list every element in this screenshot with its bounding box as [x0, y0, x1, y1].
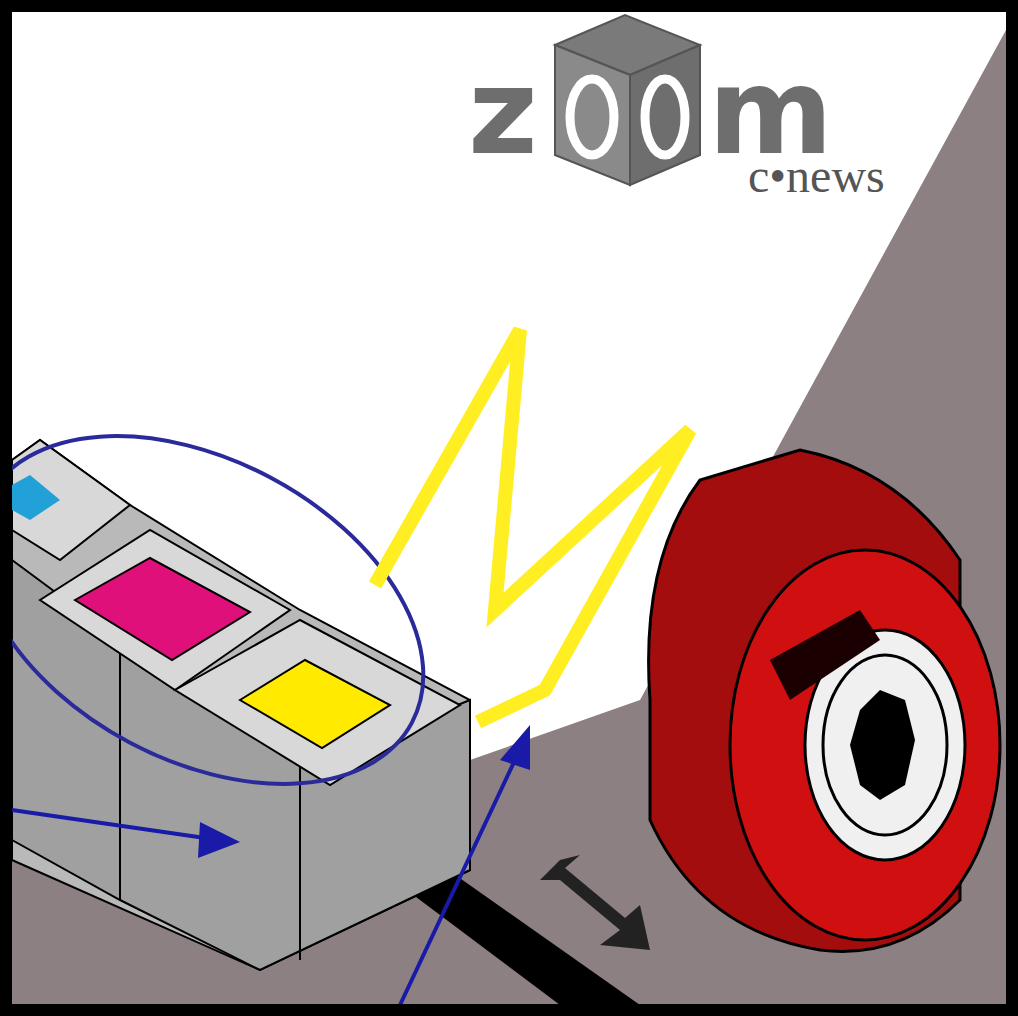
cyan-ink: [12, 475, 60, 520]
roller-ring: [823, 655, 947, 835]
motion-arrow: [540, 855, 650, 950]
print-path: [375, 330, 690, 722]
roller-slot: [770, 610, 880, 700]
roller-face: [730, 550, 1000, 940]
cartridge-housing: [12, 440, 470, 970]
blue-arrowhead: [198, 822, 240, 858]
frame: [6, 6, 1012, 1010]
logo-cube-left: [555, 45, 630, 185]
logo-subtitle: c•news: [748, 152, 885, 200]
blue-arrowhead: [500, 725, 530, 770]
logo-letter: z: [468, 52, 538, 172]
magenta-ink: [75, 558, 250, 660]
yellow-ink: [240, 660, 390, 748]
highlight-ellipse: [0, 365, 482, 855]
yellow-cartridge: [175, 620, 460, 785]
roller-axle: [850, 690, 915, 800]
logo-cube-right: [630, 45, 700, 185]
paper-sheet: [12, 12, 1006, 760]
